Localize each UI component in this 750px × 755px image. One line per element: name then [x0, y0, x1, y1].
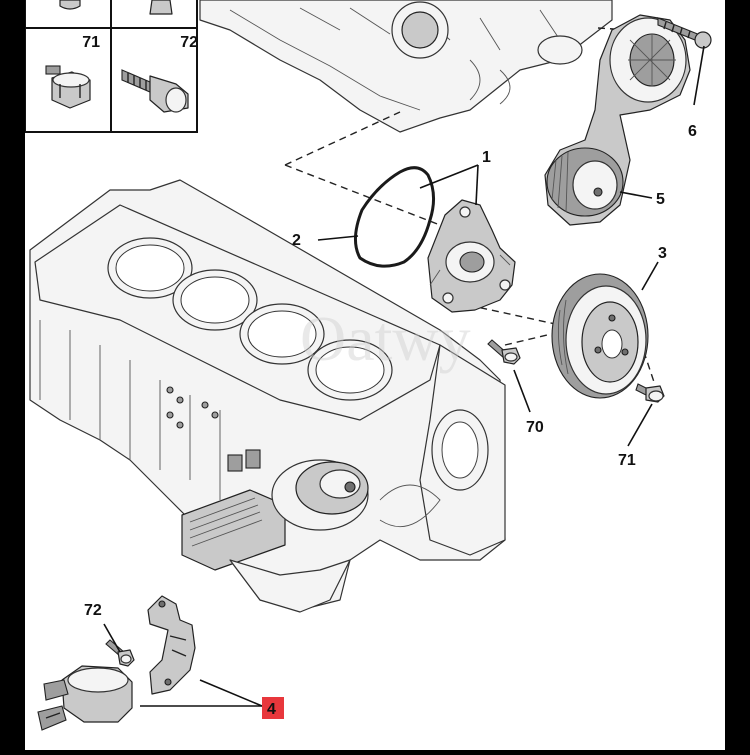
callout-3: 3 [658, 245, 667, 262]
leader-line-5 [619, 191, 653, 199]
cylinder-bores [107, 237, 393, 401]
bolt-71-drawing [635, 383, 665, 403]
bolt-72-icon [121, 69, 189, 113]
leader-line-70 [513, 369, 531, 413]
callout-6: 6 [688, 123, 697, 140]
assembly-dashed-line [504, 331, 561, 346]
legend-label-71: 71 [82, 34, 100, 51]
leader-line-3 [641, 261, 659, 291]
water-pump-drawing [427, 199, 516, 313]
belt-tensioner-drawing [544, 14, 691, 226]
water-pump-gasket-drawing [354, 166, 435, 268]
fastener-legend-box: 71 72 [24, 0, 198, 133]
leader-line-72 [103, 623, 121, 653]
leader-line-1a [419, 164, 479, 189]
right-frame [725, 0, 750, 750]
bolt-70-drawing [487, 339, 521, 365]
leader-line-6 [693, 45, 705, 106]
assembly-dashed-line [444, 299, 561, 326]
left-frame [0, 0, 25, 750]
callout-72: 72 [84, 602, 102, 619]
callout-4: 4 [267, 701, 276, 718]
leader-line-4a [199, 679, 263, 707]
leader-line-2 [317, 235, 359, 241]
engine-block-drawing [29, 179, 506, 613]
watermark-text: Oatwy [300, 303, 471, 374]
bolt-71-icon [45, 65, 91, 109]
assembly-dashed-line [284, 164, 441, 226]
oil-cooler-drawing [181, 449, 286, 571]
callout-1: 1 [482, 149, 491, 166]
oil-filter-housing-drawing [271, 459, 369, 531]
cylinder-head-drawing [199, 0, 613, 133]
callout-4-highlight [262, 697, 284, 719]
callout-71: 71 [618, 452, 636, 469]
callout-5: 5 [656, 191, 665, 208]
leader-line-71 [627, 403, 653, 447]
legend-label-72: 72 [180, 34, 198, 51]
assembly-dashed-line [639, 339, 656, 386]
callout-70: 70 [526, 419, 544, 436]
leader-line-1b [475, 164, 479, 206]
assembly-dashed-line [284, 111, 401, 166]
auxiliary-water-pump-drawing [37, 595, 196, 731]
callout-2: 2 [292, 232, 301, 249]
pump-pulley-drawing [551, 273, 649, 399]
